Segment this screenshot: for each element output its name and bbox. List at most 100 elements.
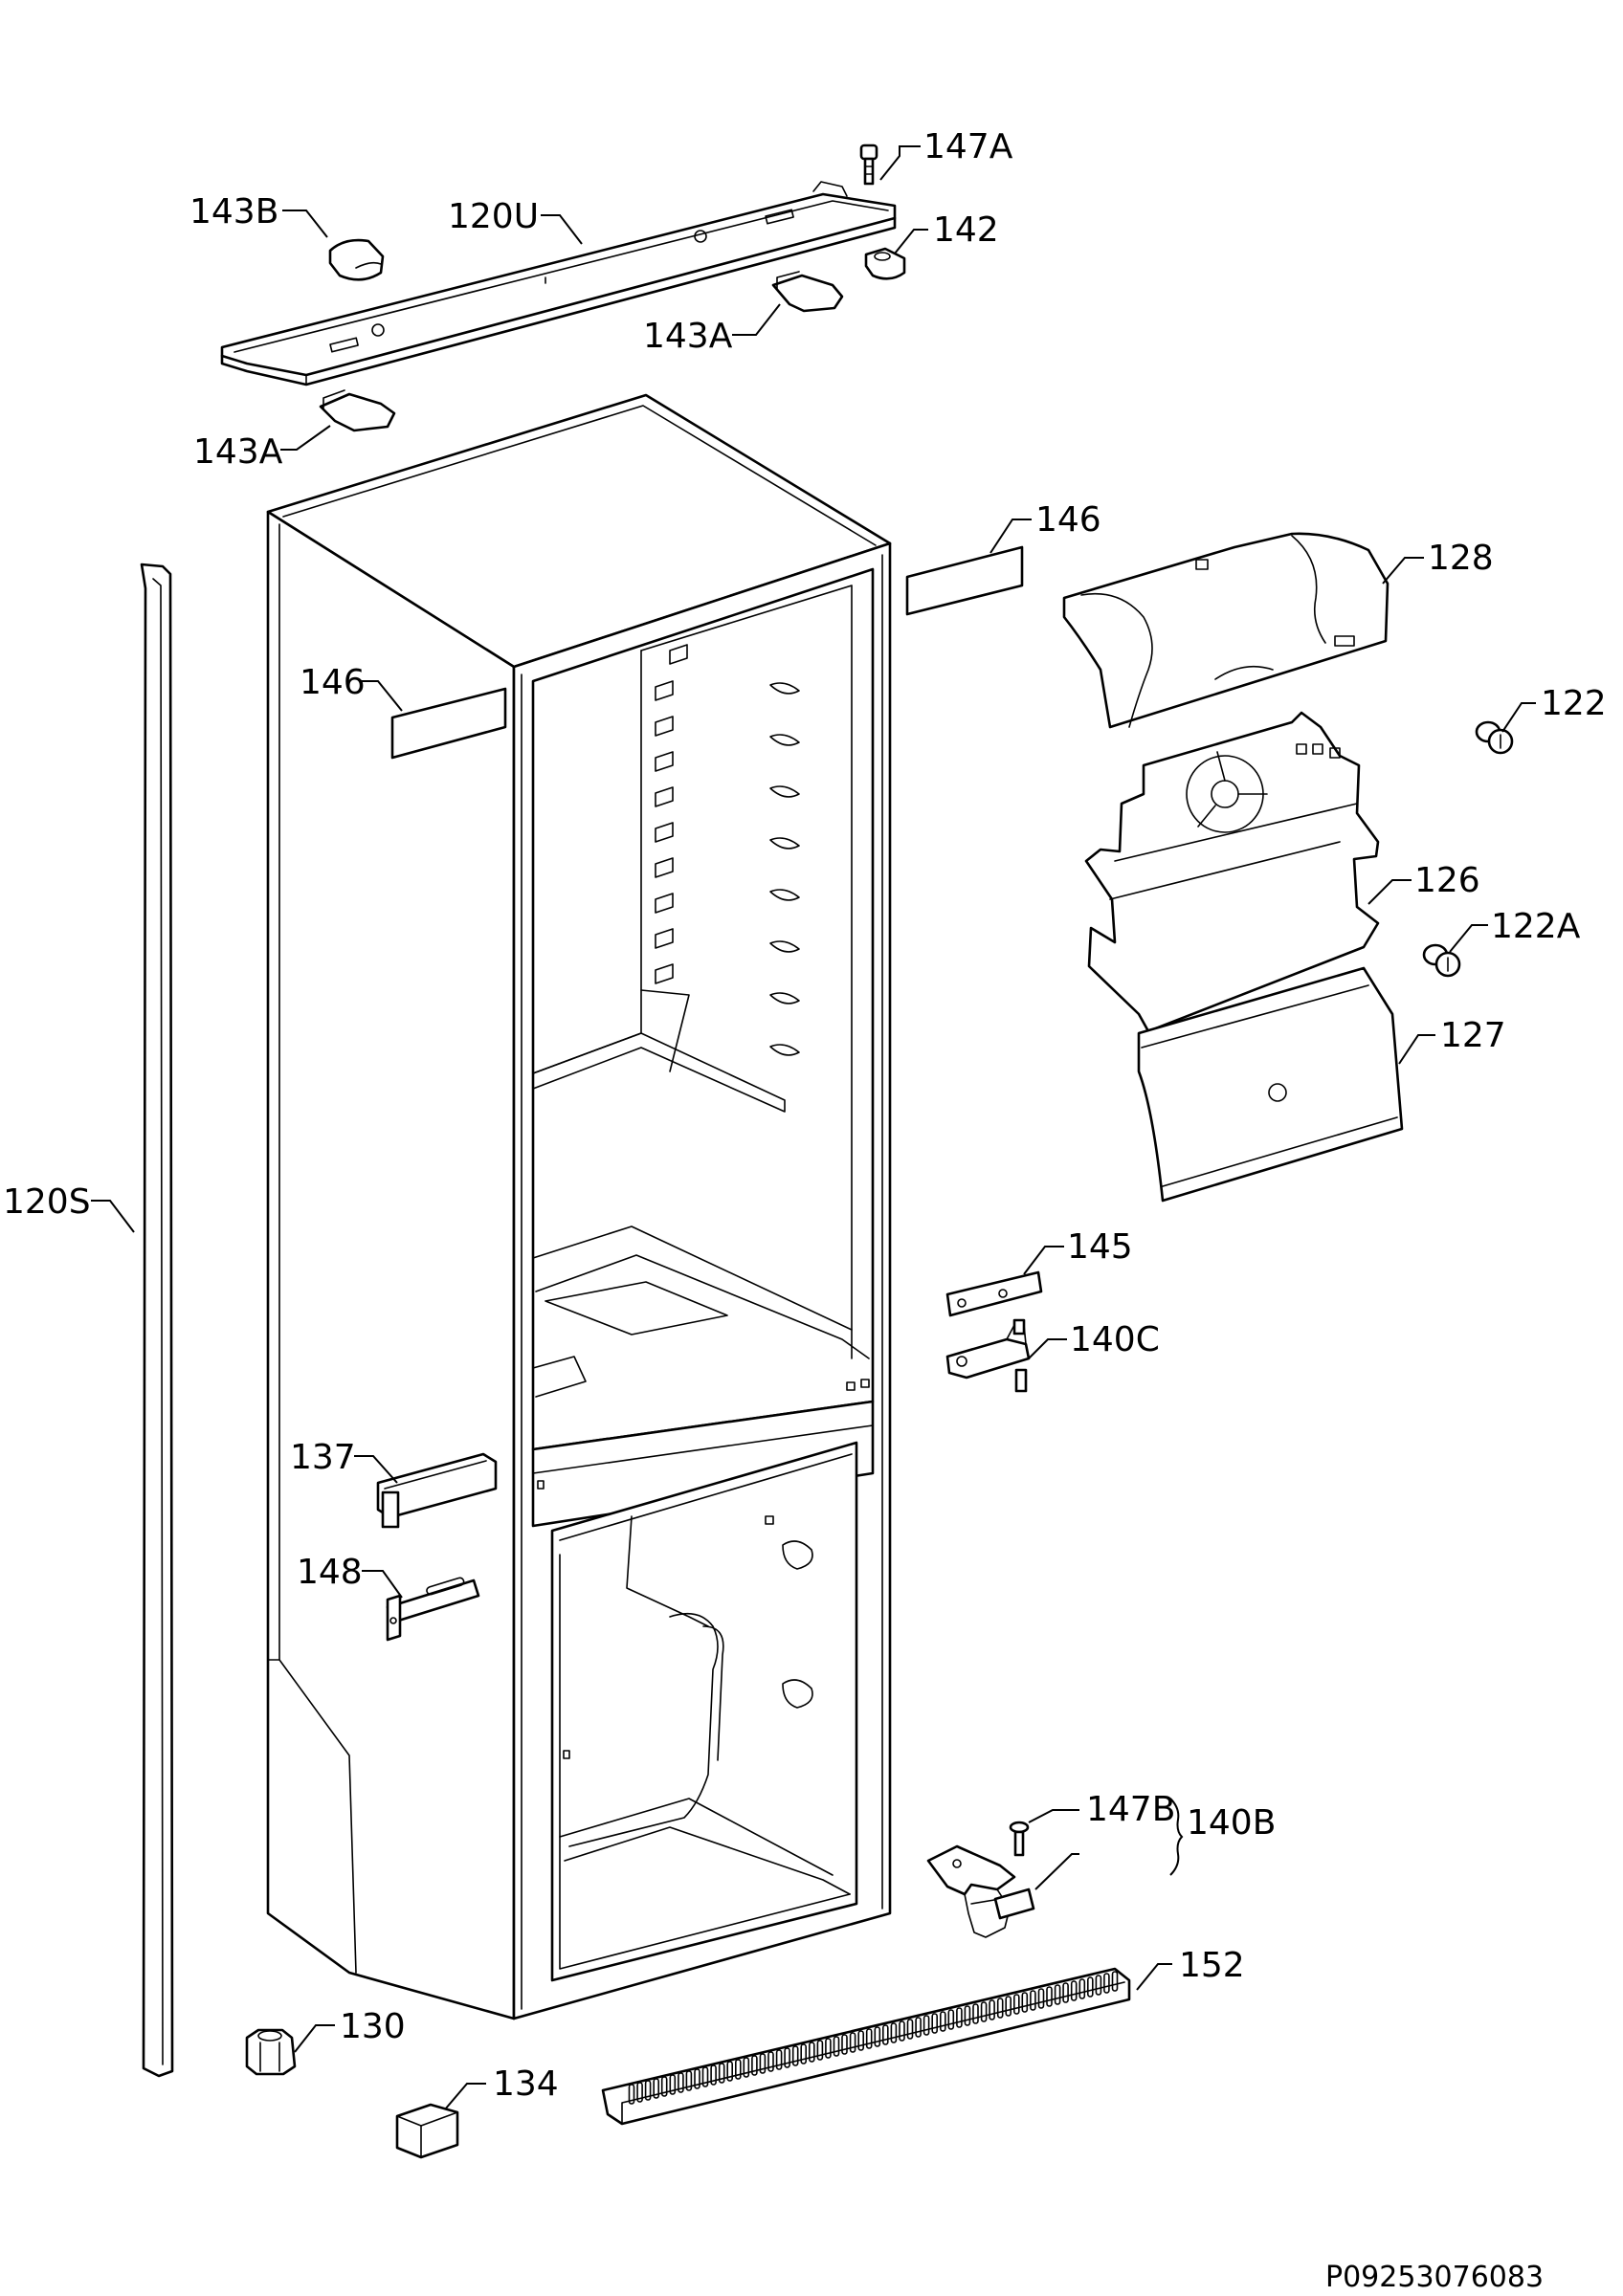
grille-slot <box>1078 1978 1086 1999</box>
callout-143B: 143B <box>189 192 328 238</box>
grille-slot <box>923 2015 930 2036</box>
part-147A-screw <box>859 144 878 186</box>
label-142: 142 <box>933 210 999 250</box>
grille-slot <box>964 2005 971 2026</box>
part-146-right-label <box>905 545 1024 616</box>
part-128-duct-cover <box>1062 532 1390 729</box>
callout-140B: 140B <box>1034 1798 1276 1890</box>
callout-145: 145 <box>1023 1227 1133 1275</box>
callout-142: 142 <box>894 210 999 254</box>
callout-140C: 140C <box>1028 1320 1160 1359</box>
label-130: 130 <box>340 2007 406 2046</box>
grille-slot <box>808 2042 815 2063</box>
grille-slot <box>857 2030 865 2051</box>
grille-slot <box>996 1998 1004 2019</box>
grille-slot <box>980 2001 988 2022</box>
grille-slot <box>660 2076 668 2097</box>
label-127: 127 <box>1440 1016 1506 1055</box>
grille-slot <box>1005 1996 1012 2017</box>
label-140B: 140B <box>1187 1803 1276 1843</box>
part-140B-hinge <box>926 1844 1035 1938</box>
part-142-bushing <box>864 247 906 280</box>
part-130-foot <box>245 2028 297 2076</box>
grille-slot <box>751 2055 758 2076</box>
callout-143A-left: 143A <box>193 425 331 472</box>
grille-slot <box>833 2036 840 2057</box>
grille-slot <box>1087 1976 1094 1998</box>
part-137-handle <box>376 1452 498 1529</box>
label-120S: 120S <box>3 1182 91 1222</box>
grille-slot <box>678 2072 684 2093</box>
grille-slot <box>1037 1988 1045 2009</box>
part-143B-cap <box>328 238 385 281</box>
cabinet-body <box>266 393 892 2020</box>
grille-slot <box>1030 1990 1036 2011</box>
grille-slot <box>701 2066 709 2087</box>
callout-148: 148 <box>297 1553 403 1599</box>
grille-slot <box>791 2045 799 2066</box>
part-122-knob <box>1475 720 1514 755</box>
grille-slot <box>899 2020 905 2042</box>
grille-slot <box>849 2032 856 2053</box>
label-128: 128 <box>1428 539 1494 578</box>
grille-slot <box>653 2078 660 2099</box>
part-134-block <box>395 2103 459 2159</box>
part-143A-left-cover <box>319 389 396 432</box>
grille-slot <box>710 2064 717 2086</box>
grille-slot <box>743 2057 750 2078</box>
part-148-bracket <box>386 1577 480 1642</box>
label-120U: 120U <box>448 197 539 236</box>
callout-120S: 120S <box>3 1182 135 1233</box>
callout-122A: 122A <box>1449 907 1581 953</box>
part-127-drip-tray <box>1137 966 1404 1203</box>
callout-147A: 147A <box>879 127 1013 181</box>
grille-slot <box>915 2017 922 2038</box>
grille-slot <box>694 2068 700 2089</box>
label-140C: 140C <box>1070 1320 1160 1359</box>
label-143A-top: 143A <box>643 317 733 356</box>
callout-146-right: 146 <box>989 500 1101 554</box>
callout-122: 122 <box>1501 684 1607 733</box>
part-140C-hinge <box>945 1318 1031 1393</box>
grille-slot <box>800 2043 808 2064</box>
grille-slot <box>906 2019 914 2040</box>
part-143A-top-cover <box>771 271 844 313</box>
grille-slot <box>989 1999 995 2020</box>
grille-slot <box>881 2024 889 2045</box>
grille-slot <box>1046 1986 1053 2007</box>
grille-slot <box>825 2038 832 2059</box>
callout-143A-top: 143A <box>643 303 781 356</box>
grille-slot <box>816 2040 824 2061</box>
grille-slot <box>1021 1992 1029 2013</box>
label-137: 137 <box>290 1438 356 1477</box>
label-122: 122 <box>1541 684 1607 723</box>
part-122A-knob <box>1422 943 1461 978</box>
callout-130: 130 <box>294 2007 406 2053</box>
callout-146-left: 146 <box>300 663 403 712</box>
grille-slot <box>734 2059 742 2080</box>
callout-120U: 120U <box>448 197 583 245</box>
grille-slot <box>890 2022 898 2043</box>
part-152-grille <box>601 1967 1131 2126</box>
grille-slot <box>841 2034 848 2055</box>
label-147A: 147A <box>923 127 1013 166</box>
grille-slot <box>1095 1975 1102 1996</box>
grille-slot <box>1070 1980 1078 2001</box>
part-120U-top-rail <box>220 181 897 386</box>
label-147B: 147B <box>1086 1790 1175 1829</box>
grille-slot <box>956 2007 963 2028</box>
part-147B-screw <box>1009 1821 1030 1857</box>
grille-slot <box>759 2053 767 2074</box>
grille-slot <box>865 2028 873 2049</box>
label-148: 148 <box>297 1553 363 1592</box>
grille-slot <box>1103 1973 1110 1994</box>
part-126-evaporator-panel <box>1084 711 1380 1033</box>
grille-slot <box>1013 1994 1020 2015</box>
grille-slot <box>947 2009 955 2030</box>
callout-137: 137 <box>290 1438 398 1484</box>
grille-slot <box>931 2013 939 2034</box>
grille-slot <box>972 2003 979 2024</box>
grille-slot <box>726 2061 734 2082</box>
label-134: 134 <box>493 2064 559 2104</box>
